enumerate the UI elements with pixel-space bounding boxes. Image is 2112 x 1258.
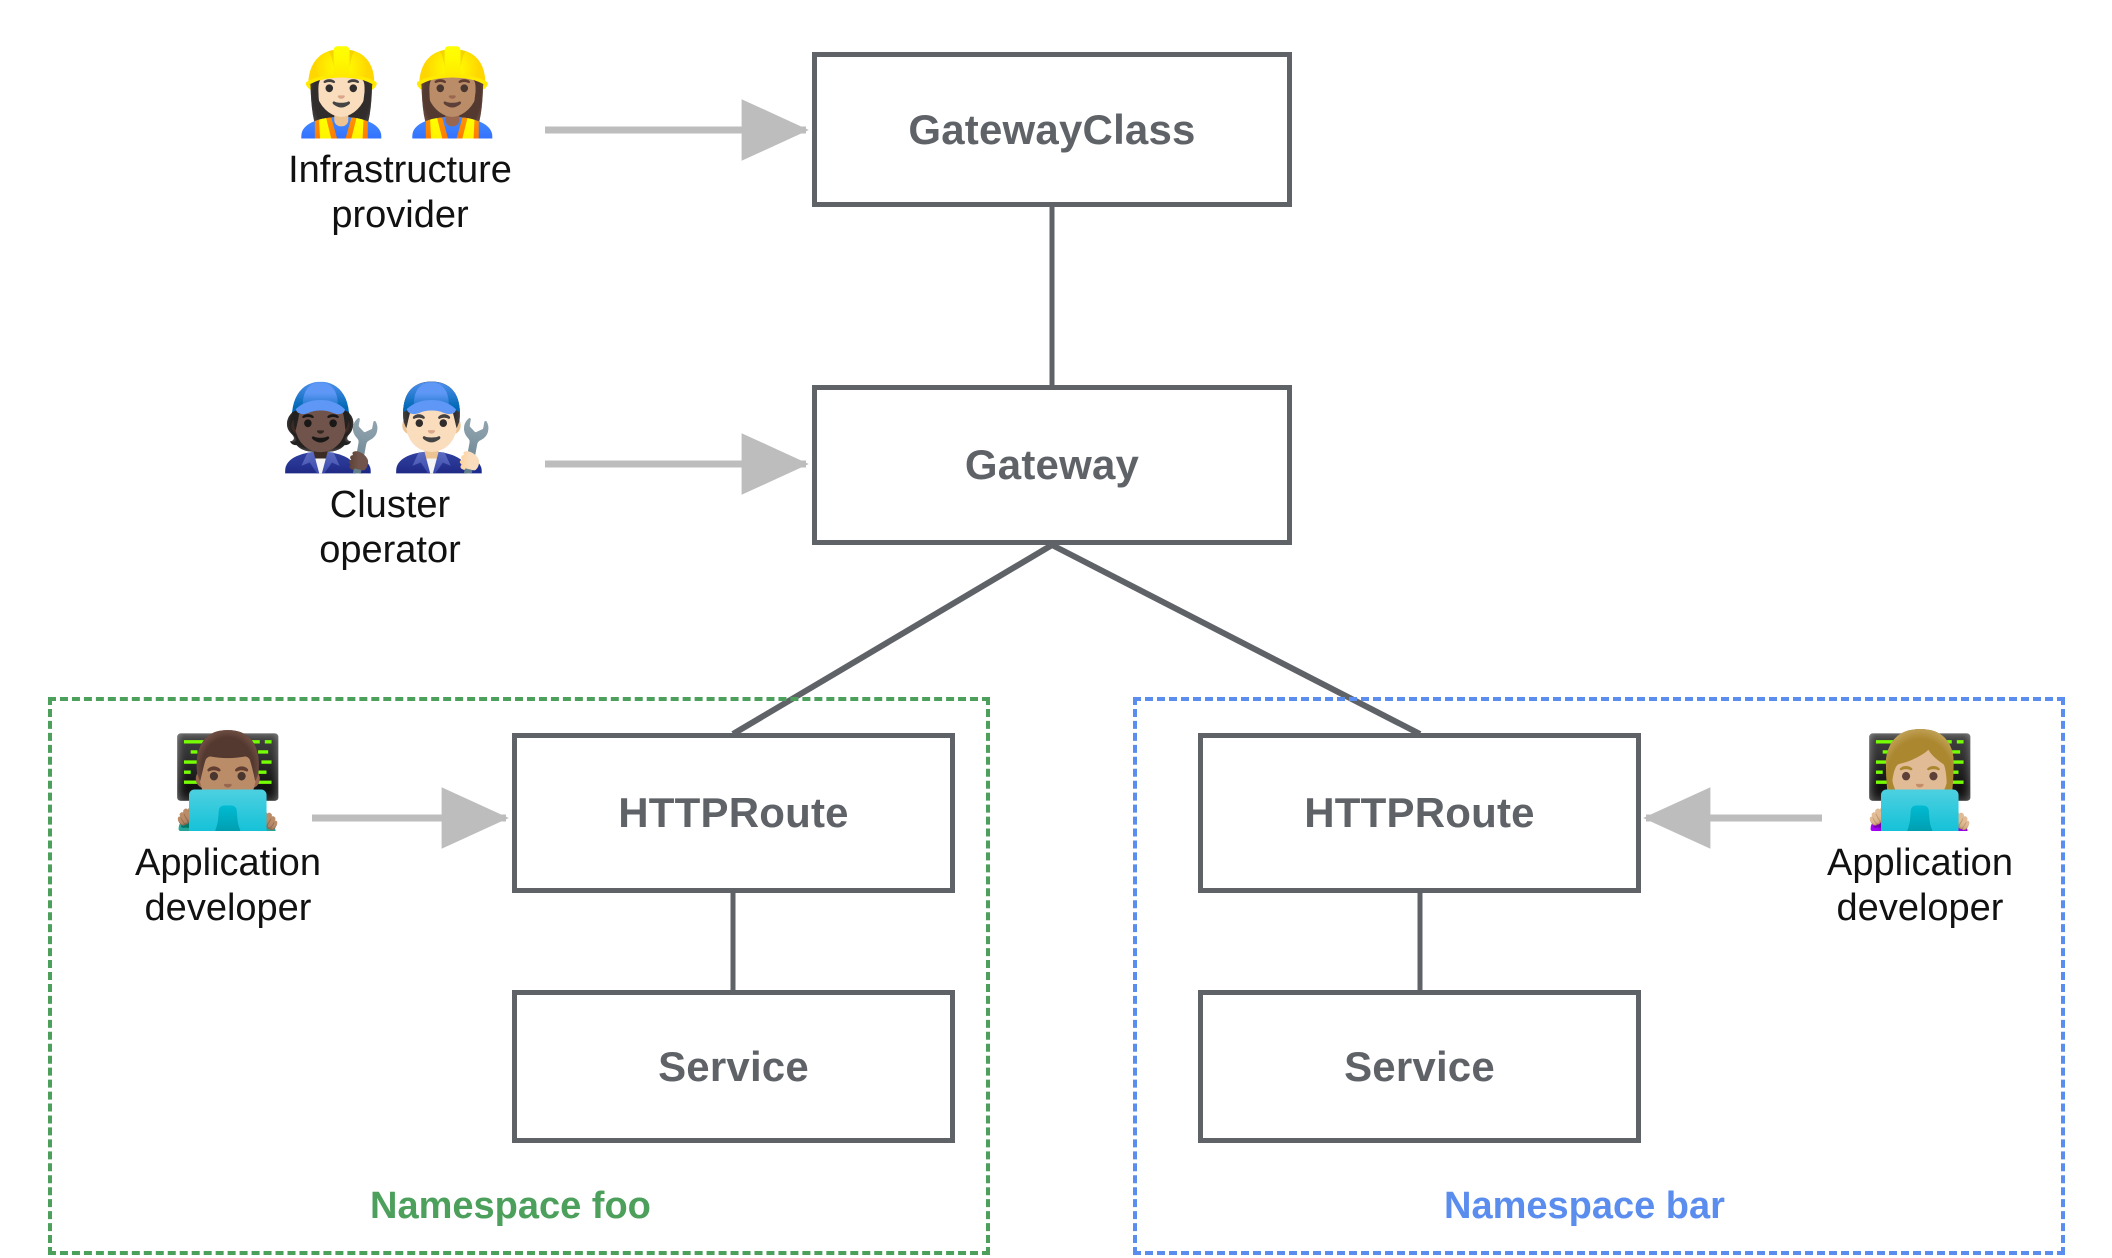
namespace-foo-container (48, 697, 990, 1255)
service-bar-box[interactable]: Service (1198, 990, 1641, 1143)
gatewayclass-box[interactable]: GatewayClass (812, 52, 1292, 207)
service-bar-label: Service (1344, 1042, 1495, 1090)
gateway-label: Gateway (964, 441, 1140, 488)
httproute-bar-box[interactable]: HTTPRoute (1198, 733, 1641, 893)
construction-worker-pair-icon: 👷🏻‍♀️👷🏽‍♀️ (289, 43, 511, 141)
namespace-foo-title: Namespace foo (370, 1185, 651, 1227)
application-developer-foo-label: Application developer (135, 842, 321, 929)
technologist-icon: 👩🏼‍💻 (1862, 727, 1978, 834)
persona-application-developer-foo: 👨🏽‍💻 Application developer (78, 735, 378, 931)
mechanic-pair-icon: 🧑🏿‍🔧👨🏻‍🔧 (279, 378, 501, 476)
persona-infrastructure-provider: 👷🏻‍♀️👷🏽‍♀️ Infrastructure provider (250, 50, 550, 238)
service-foo-label: Service (658, 1042, 809, 1090)
gatewayclass-label: GatewayClass (908, 105, 1196, 153)
infrastructure-provider-label: Infrastructure provider (288, 149, 512, 236)
persona-application-developer-bar: 👩🏼‍💻 Application developer (1770, 735, 2070, 931)
namespace-bar-title: Namespace bar (1444, 1185, 1725, 1227)
httproute-foo-label: HTTPRoute (618, 789, 849, 836)
httproute-foo-box[interactable]: HTTPRoute (512, 733, 955, 893)
application-developer-bar-label: Application developer (1827, 842, 2013, 929)
technologist-icon: 👨🏽‍💻 (170, 727, 286, 834)
service-foo-box[interactable]: Service (512, 990, 955, 1143)
persona-cluster-operator: 🧑🏿‍🔧👨🏻‍🔧 Cluster operator (240, 385, 540, 573)
gateway-box[interactable]: Gateway (812, 385, 1292, 545)
namespace-bar-container (1133, 697, 2065, 1255)
cluster-operator-label: Cluster operator (319, 484, 461, 571)
httproute-bar-label: HTTPRoute (1304, 789, 1535, 836)
